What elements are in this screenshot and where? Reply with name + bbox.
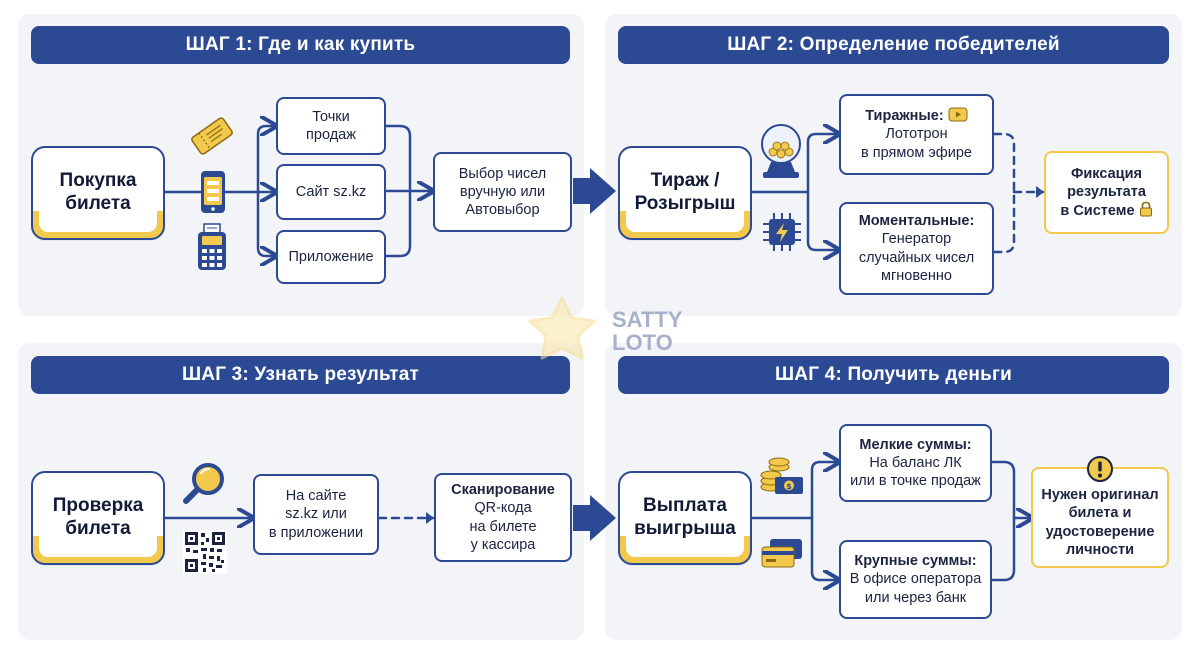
box-line: результата [1067,183,1146,200]
ticket-purchase-node: Покупка билета [31,146,165,240]
box-line: На сайте [285,488,347,505]
box-line: личности [1065,541,1135,558]
node-line: Розыгрыш [634,193,736,214]
box-line: в приложении [268,524,364,541]
box-title: Моментальные: [858,213,975,230]
qr-code-icon [183,530,227,574]
box-line: Точки [312,108,350,125]
node-line: билета [65,193,131,214]
box-line: Тиражные: [865,107,968,125]
large-amounts-box: Крупные суммы: В офисе оператора или чер… [839,540,992,619]
draw-node: Тираж / Розыгрыш [618,146,752,240]
id-required-box: Нужен оригинал билета и удостоверение ли… [1031,467,1169,568]
ticket-check-node: Проверка билета [31,471,165,565]
box-line: в Системе [1060,201,1152,220]
step4-header: ШАГ 4: Получить деньги [618,356,1169,394]
online-check-box: На сайте sz.kz или в приложении [253,474,379,555]
box-line: Выбор чисел [458,165,547,182]
svg-text:$: $ [786,482,792,491]
box-line: Генератор [881,231,952,248]
box-line: В офисе оператора [849,571,982,588]
box-title: Крупные суммы: [854,553,977,570]
play-icon [948,107,968,122]
node-line: Выплата [643,495,727,517]
cards-icon [761,539,802,568]
box-line: случайных чисел [858,249,975,266]
box-line: вручную или [459,183,546,200]
box-line: у кассира [470,536,536,553]
number-selection-box: Выбор чисел вручную или Автовыбор [433,152,572,232]
node-line: билета [65,518,131,539]
box-line: билета и [1068,505,1132,522]
small-amounts-box: Мелкие суммы: На баланс ЛК или в точке п… [839,424,992,502]
watermark-line: SATTY [612,307,683,332]
pos-terminal-icon [198,223,226,270]
box-line: На баланс ЛК [869,454,962,471]
payout-node: Выплата выигрыша [618,471,752,565]
option-website: Сайт sz.kz [276,164,386,220]
box-line: или через банк [864,589,967,606]
node-line: Покупка [59,170,137,192]
box-line: Автовыбор [465,202,540,219]
box-line: Фиксация [1071,165,1142,182]
box-line: QR-кода [474,500,532,517]
coins-icon: $ [760,457,803,494]
box-line: или в точке продаж [850,473,981,490]
box-line: продаж [306,127,356,143]
option-sales-points: Точки продаж [276,97,386,155]
step3-header: ШАГ 3: Узнать результат [31,356,570,394]
node-line: выигрыша [634,518,736,539]
warning-icon [1087,456,1113,482]
step2-header: ШАГ 2: Определение победителей [618,26,1169,64]
box-line: на билете [469,518,537,535]
phone-icon [201,171,225,213]
box-line: sz.kz или [285,506,347,523]
box-line: мгновенно [880,267,952,284]
chip-icon [763,213,801,251]
watermark-line: LOTO [612,330,673,356]
step1-header: ШАГ 1: Где и как купить [31,26,570,64]
node-line: Тираж / [650,170,720,192]
ticket-icon [191,117,233,155]
box-line: удостоверение [1045,523,1155,540]
watermark-text: SATTY LOTO [612,308,682,354]
box-title: Мелкие суммы: [859,436,972,453]
box-line: Сайт sz.kz [295,183,367,200]
box-title: Тиражные: [865,108,944,125]
box-title: Сканирование [451,482,555,499]
scheduled-draw-box: Тиражные: Лототрон в прямом эфире [839,94,994,175]
box-line: Лототрон [885,126,948,143]
box-line: Нужен оригинал [1041,487,1159,504]
box-line-text: в Системе [1060,203,1135,220]
lottery-ball-icon [761,124,801,178]
box-line: в прямом эфире [861,144,972,161]
lock-icon [1139,201,1152,217]
satty-loto-logo-icon [528,296,596,360]
box-line: Приложение [288,248,374,265]
qr-scan-box: Сканирование QR-кода на билете у кассира [434,473,572,562]
node-line: Проверка [52,495,144,517]
magnifier-icon [183,463,224,504]
instant-draw-box: Моментальные: Генератор случайных чисел … [839,202,994,295]
option-app: Приложение [276,230,386,284]
result-record-box: Фиксация результата в Системе [1044,151,1169,234]
